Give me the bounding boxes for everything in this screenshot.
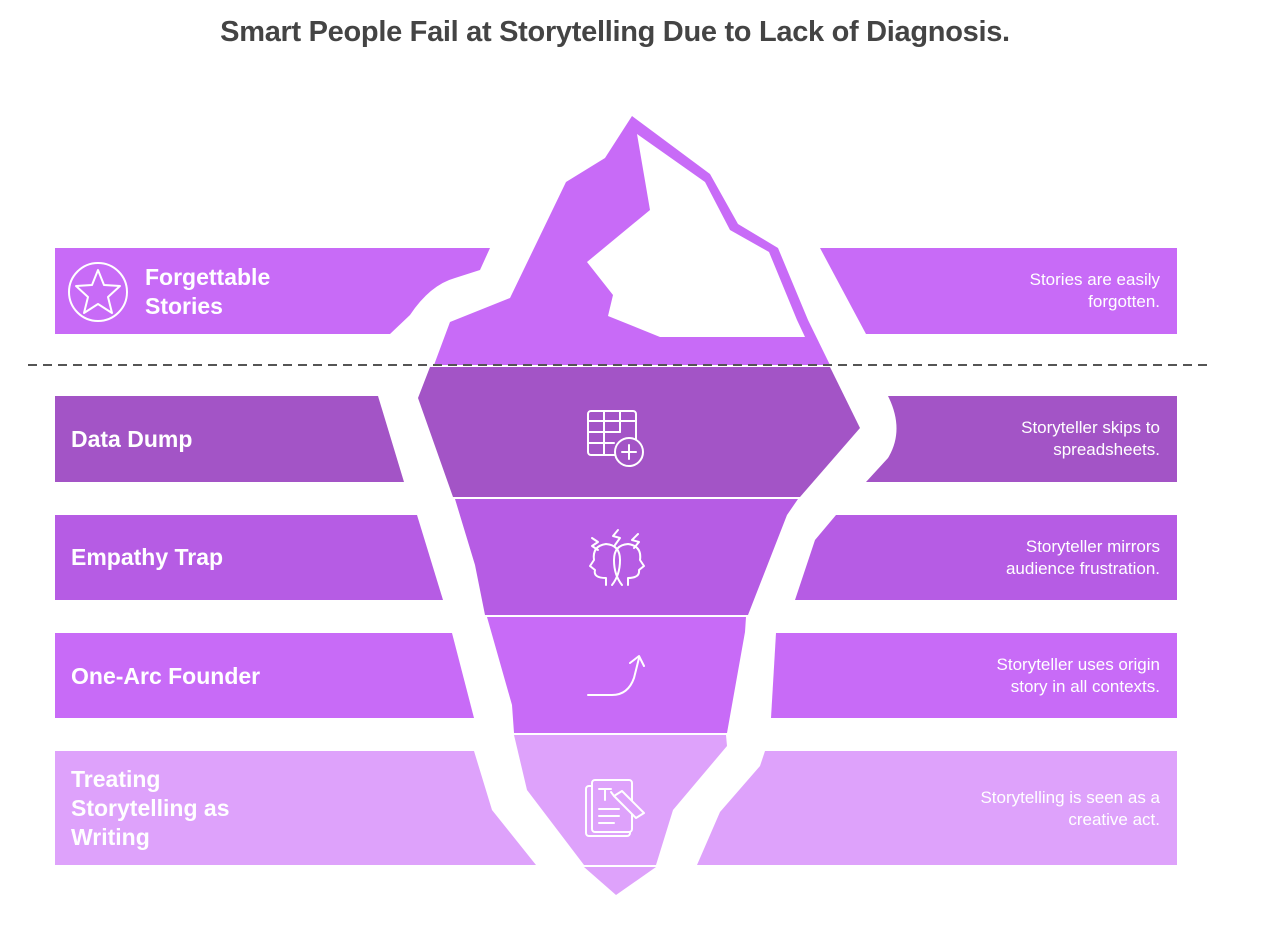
iceberg-band-3 [455,499,798,615]
row-description-empathy-trap: Storyteller mirrors audience frustration… [960,536,1160,580]
row-description-treating-storytelling: Storytelling is seen as a creative act. [940,787,1160,831]
iceberg-bottom-point [584,867,656,895]
row-label-treating-storytelling: Treating Storytelling as Writing [71,765,261,852]
iceberg-band-4 [487,617,746,733]
row-description-one-arc-founder: Storyteller uses origin story in all con… [960,654,1160,698]
row-description-data-dump: Storyteller skips to spreadsheets. [960,417,1160,461]
iceberg-band-2 [418,367,860,497]
row-label-data-dump: Data Dump [71,425,371,454]
row-label-empathy-trap: Empathy Trap [71,543,371,572]
row-label-one-arc-founder: One-Arc Founder [71,662,371,691]
row-label-forgettable-stories: Forgettable Stories [145,263,295,321]
row-description-forgettable-stories: Stories are easily forgotten. [1000,269,1160,313]
